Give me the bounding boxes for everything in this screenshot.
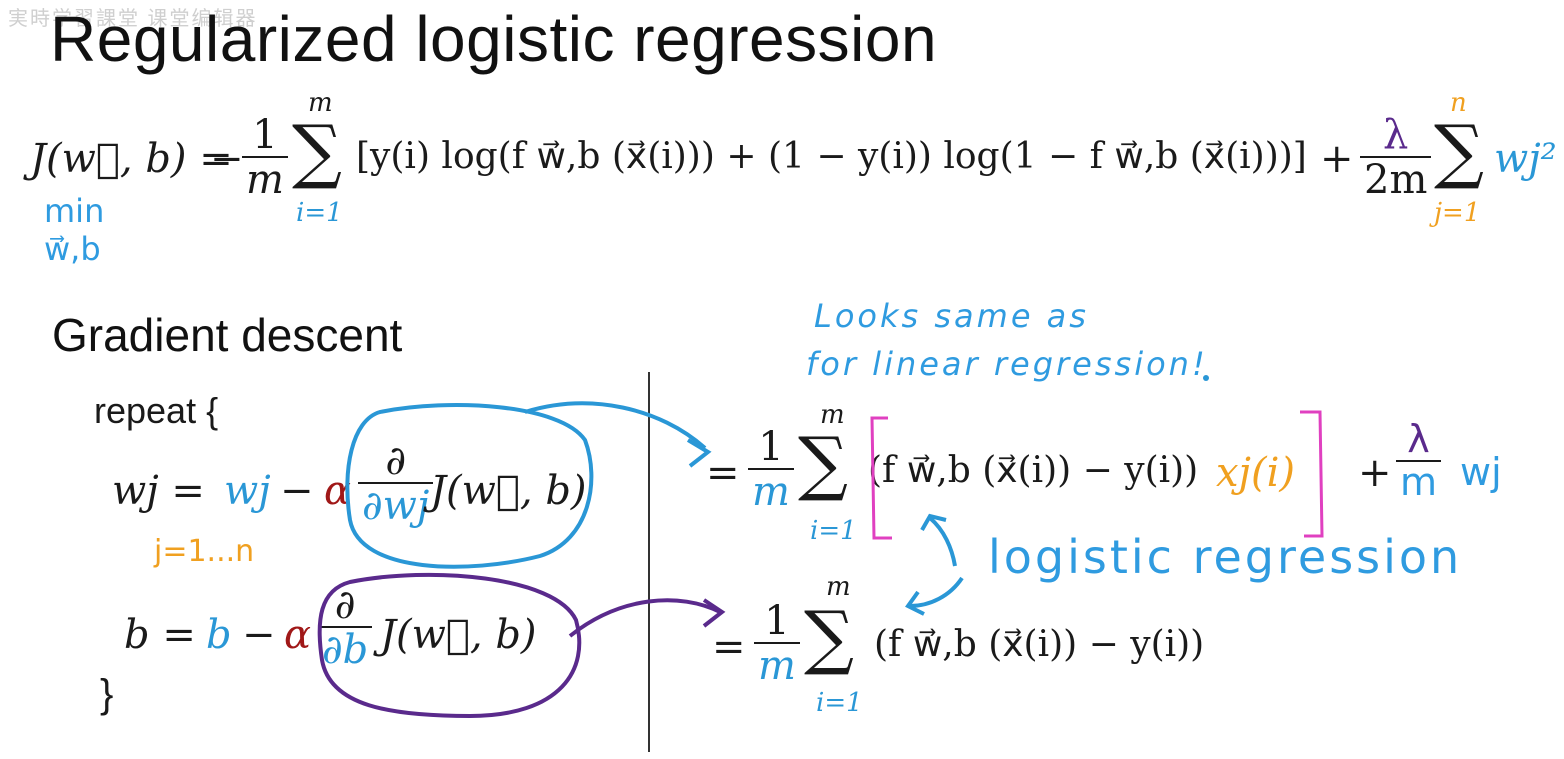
purple-arrow	[568, 598, 721, 638]
handwritten-note: Looks same as for linear regression!	[806, 297, 1208, 383]
logistic-arrow-down	[909, 576, 964, 608]
section-heading: Gradient descent	[52, 309, 403, 361]
watermark: 実時学習課堂 课堂编辑器	[8, 8, 258, 30]
blue-circle	[345, 403, 594, 569]
divider	[648, 372, 650, 752]
magenta-bracket-left	[870, 416, 892, 540]
repeat-label: repeat {	[94, 390, 219, 431]
cost-frac: 1 m	[242, 114, 288, 202]
logistic-label: logistic regression	[988, 530, 1463, 584]
slide-title: Regularized logistic regression	[50, 3, 938, 75]
logistic-arrow-up	[928, 516, 957, 567]
min-annotation: min w⃗,b	[44, 192, 105, 268]
close-brace: }	[100, 672, 114, 716]
purple-circle	[317, 572, 582, 719]
range-note: j=1...n	[154, 534, 255, 569]
blue-arrow	[524, 401, 707, 450]
cost-body: [y(i) log(f w⃗,b (x⃗(i))) + (1 − y(i)) l…	[356, 136, 1307, 177]
magenta-bracket-right	[1300, 410, 1324, 538]
cost-lhs: J(w⃗, b) =	[30, 136, 233, 182]
